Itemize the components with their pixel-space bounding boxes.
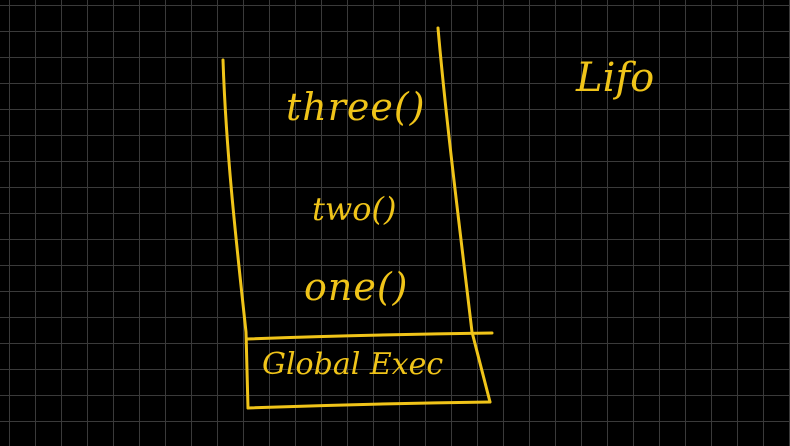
stack-left-wall [221,58,250,410]
stack-right-wall [436,26,492,404]
stack-base-divider [245,331,494,341]
stack-bottom-line [246,400,492,410]
stack-frame-one: one() [304,265,409,309]
global-execution-context-label: Global Exec [262,347,444,382]
lifo-note: Lifo [576,55,655,101]
stack-frame-three: three() [286,85,426,129]
stack-frame-two: two() [312,190,397,228]
